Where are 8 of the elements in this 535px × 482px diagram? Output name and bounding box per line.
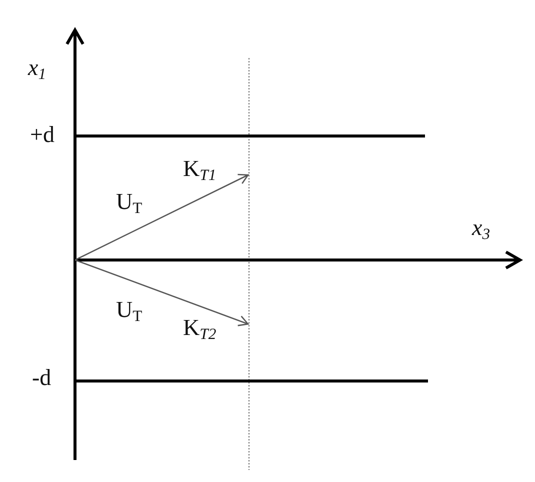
boundary-label: +d — [30, 123, 54, 146]
axis-label: x$_{3}$ — [472, 216, 490, 243]
axis-label: x$_{1}$ — [28, 56, 46, 83]
vector-label: K$_{T1}$ — [183, 157, 216, 184]
vector-label: U$_{T}$ — [116, 190, 142, 217]
vector-label: K$_{T2}$ — [183, 316, 216, 343]
vector-label: U$_{T}$ — [116, 298, 142, 325]
boundary-label: -d — [32, 366, 52, 389]
